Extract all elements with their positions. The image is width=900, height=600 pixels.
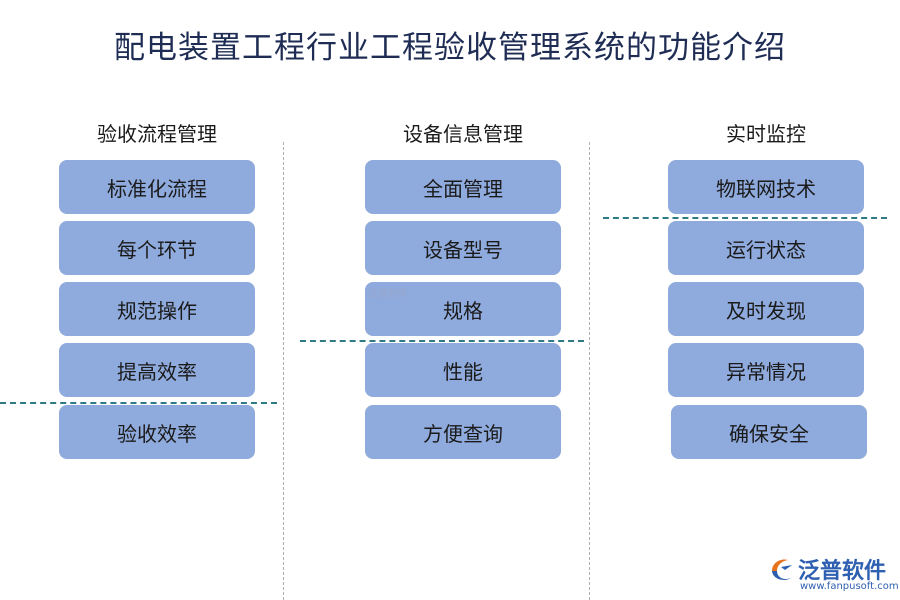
fanpu-logo-icon <box>772 559 792 580</box>
box-equipment-1: 全面管理 <box>365 160 561 214</box>
accent-dashed-line-right <box>603 217 887 219</box>
watermark-text: 泛普软件 <box>368 289 408 300</box>
box-equipment-4: 性能 <box>365 343 561 397</box>
brand-logo: 泛普软件 www.fanpusoft.com <box>768 553 899 597</box>
box-equipment-3: 规格 <box>365 282 561 336</box>
box-equipment-5: 方便查询 <box>365 405 561 459</box>
column-heading-acceptance-process: 验收流程管理 <box>97 122 217 146</box>
box-acceptance-2: 每个环节 <box>59 221 255 275</box>
box-monitoring-3: 及时发现 <box>668 282 864 336</box>
box-equipment-2: 设备型号 <box>365 221 561 275</box>
page-title: 配电装置工程行业工程验收管理系统的功能介绍 <box>114 30 786 66</box>
column-heading-realtime-monitoring: 实时监控 <box>726 122 806 146</box>
column-divider-right <box>589 142 590 600</box>
logo-name: 泛普软件 <box>798 559 887 584</box>
box-acceptance-5: 验收效率 <box>59 405 255 459</box>
box-monitoring-2: 运行状态 <box>668 221 864 275</box>
column-heading-equipment-info: 设备信息管理 <box>403 122 523 146</box>
box-acceptance-4: 提高效率 <box>59 343 255 397</box>
box-monitoring-5: 确保安全 <box>671 405 867 459</box>
box-monitoring-4: 异常情况 <box>668 343 864 397</box>
box-acceptance-3: 规范操作 <box>59 282 255 336</box>
accent-dashed-line-left <box>0 402 277 404</box>
logo-url: www.fanpusoft.com <box>800 581 899 592</box>
box-monitoring-1: 物联网技术 <box>668 160 864 214</box>
accent-dashed-line-middle <box>300 340 584 342</box>
box-acceptance-1: 标准化流程 <box>59 160 255 214</box>
column-divider-left <box>283 142 284 600</box>
